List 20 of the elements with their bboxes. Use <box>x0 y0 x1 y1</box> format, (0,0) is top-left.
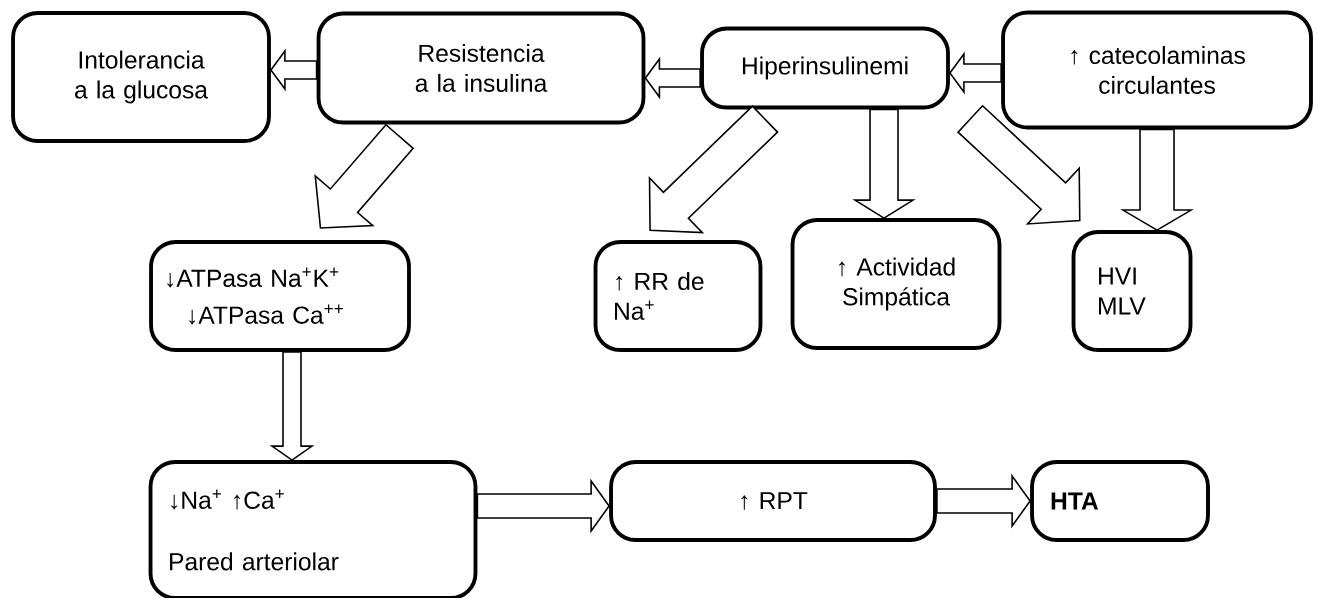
block-arrow <box>852 108 916 219</box>
process-box: Resistencia a la insulina <box>316 11 646 125</box>
block-arrow <box>648 105 779 234</box>
process-box: Intolerancia a la glucosa <box>11 11 271 143</box>
process-box: ↓ATPasa Na$^{+}$K$^{+}$ ↓ATPasa Ca$^{++}$ <box>149 240 411 352</box>
process-box: HTA <box>1030 460 1210 542</box>
process-box: ↑ catecolaminas circulantes <box>1001 10 1313 130</box>
block-arrow <box>269 351 315 462</box>
process-box: ↑ RR de Na$^{+}$ <box>593 240 763 352</box>
block-arrow <box>476 478 611 534</box>
process-box: HVI MLV <box>1071 230 1193 352</box>
process-box: ↑ Actividad Simpática <box>790 218 1002 350</box>
block-arrow <box>269 48 318 92</box>
process-box: ↑ RPT <box>609 460 937 542</box>
block-arrow <box>936 473 1032 529</box>
block-arrow <box>644 56 701 100</box>
block-arrow <box>948 51 1002 95</box>
process-box: ↓Na$^{+}$ ↑Ca$^{+}$ Pared arteriolar <box>148 460 478 598</box>
process-box: Hiperinsulinemi <box>700 26 950 110</box>
block-arrow <box>1120 128 1194 231</box>
